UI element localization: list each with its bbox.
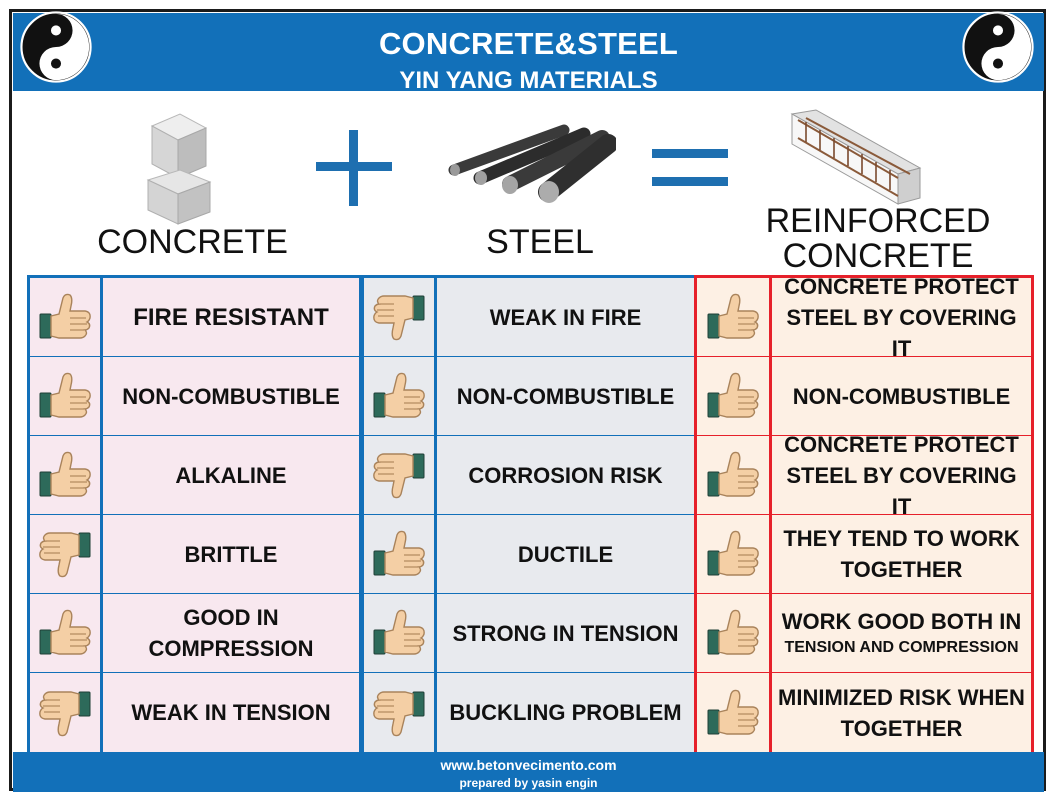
yin-yang-icon: [962, 11, 1034, 83]
steel-property-cell: BUCKLING PROBLEM: [437, 673, 694, 752]
reinforced-property-cell: NON-COMBUSTIBLE: [772, 357, 1031, 436]
steel-property-text: STRONG IN TENSION: [452, 620, 679, 646]
thumbs-up-icon: [30, 278, 100, 357]
thumbs-up-icon: [30, 357, 100, 436]
reinforced-property-text: MINIMIZED RISK WHEN TOGETHER: [778, 684, 1025, 741]
reinforced-property-cell: MINIMIZED RISK WHEN TOGETHER: [772, 673, 1031, 752]
thumbs-down-icon: [364, 673, 434, 752]
equals-icon: [652, 149, 728, 186]
concrete-column-border: [27, 275, 103, 755]
plus-icon: [316, 130, 392, 206]
steel-property-text: WEAK IN FIRE: [489, 304, 642, 330]
website-link[interactable]: www.betonvecimento.com: [440, 757, 617, 773]
reinforced-property-text: THEY TEND TO WORK TOGETHER: [783, 526, 1020, 582]
reinforced-column-border: [769, 275, 1034, 755]
thumbs-down-icon: [364, 278, 434, 357]
concrete-property-text: GOOD IN COMPRESSION: [148, 605, 314, 661]
steel-property-text: NON-COMBUSTIBLE: [456, 383, 675, 409]
header-banner: CONCRETE&STEEL YIN YANG MATERIALS: [13, 13, 1044, 94]
concrete-property-text: NON-COMBUSTIBLE: [122, 383, 340, 409]
thumbs-up-icon: [30, 436, 100, 515]
steel-property-text: BUCKLING PROBLEM: [449, 700, 682, 725]
reinforced-column-border: [694, 275, 772, 755]
reinforced-property-cell: THEY TEND TO WORK TOGETHER: [772, 515, 1031, 594]
concrete-cubes-icon: [146, 113, 212, 225]
thumbs-up-icon: [364, 594, 434, 673]
thumbs-up-icon: [697, 357, 769, 436]
reinforced-property-text: CONCRETE PROTECT STEEL BY COVERING IT: [784, 431, 1019, 519]
credit-text: prepared by yasin engin: [459, 776, 598, 790]
concrete-property-cell: BRITTLE: [103, 515, 359, 594]
reinforced-property-cell: CONCRETE PROTECT STEEL BY COVERING IT: [772, 432, 1031, 519]
concrete-property-text: WEAK IN TENSION: [131, 700, 331, 725]
concrete-property-cell: GOOD IN COMPRESSION: [103, 594, 359, 673]
reinforced-label-line-2: CONCRETE: [782, 237, 974, 275]
concrete-property-cell: NON-COMBUSTIBLE: [103, 357, 359, 436]
steel-property-cell: CORROSION RISK: [437, 436, 694, 515]
steel-property-cell: NON-COMBUSTIBLE: [437, 357, 694, 436]
steel-property-cell: DUCTILE: [437, 515, 694, 594]
steel-property-cell: STRONG IN TENSION: [437, 594, 694, 673]
steel-property-cell: WEAK IN FIRE: [437, 278, 694, 357]
thumbs-down-icon: [30, 673, 100, 752]
thumbs-down-icon: [364, 436, 434, 515]
concrete-property-text: ALKALINE: [175, 462, 287, 488]
yin-yang-icon: [20, 11, 92, 83]
steel-column-border: [434, 275, 697, 755]
title-line-2: YIN YANG MATERIALS: [399, 67, 658, 94]
reinforced-property-text: NON-COMBUSTIBLE: [792, 383, 1011, 409]
thumbs-up-icon: [697, 673, 769, 752]
thumbs-up-icon: [697, 515, 769, 594]
thumbs-up-icon: [364, 357, 434, 436]
steel-label: STEEL: [486, 223, 594, 261]
concrete-label: CONCRETE: [97, 223, 288, 261]
reinforced-property-cell: WORK GOOD BOTH IN TENSION AND COMPRESSION: [772, 594, 1031, 673]
title-line-1: CONCRETE&STEEL: [378, 26, 679, 61]
thumbs-up-icon: [30, 594, 100, 673]
steel-property-text: CORROSION RISK: [468, 462, 663, 488]
thumbs-up-icon: [697, 278, 769, 357]
thumbs-up-icon: [697, 594, 769, 673]
concrete-property-text: FIRE RESISTANT: [133, 303, 329, 331]
steel-property-text: DUCTILE: [517, 541, 614, 567]
reinforced-property-subtext: TENSION AND COMPRESSION: [784, 638, 1019, 656]
concrete-column-border: [100, 275, 362, 755]
steel-column-border: [361, 275, 437, 755]
reinforced-property-text: WORK GOOD BOTH IN: [781, 608, 1022, 634]
thumbs-down-icon: [30, 515, 100, 594]
concrete-property-cell: ALKALINE: [103, 436, 359, 515]
concrete-property-cell: WEAK IN TENSION: [103, 673, 359, 752]
concrete-property-cell: FIRE RESISTANT: [103, 278, 359, 357]
concrete-property-text: BRITTLE: [184, 541, 278, 567]
reinforced-beam-icon: [790, 109, 922, 205]
thumbs-up-icon: [697, 436, 769, 515]
reinforced-label-line-1: REINFORCED: [765, 202, 991, 240]
footer-banner: www.betonvecimento.com prepared by yasin…: [13, 752, 1044, 792]
thumbs-up-icon: [364, 515, 434, 594]
steel-rebars-icon: [448, 124, 616, 203]
